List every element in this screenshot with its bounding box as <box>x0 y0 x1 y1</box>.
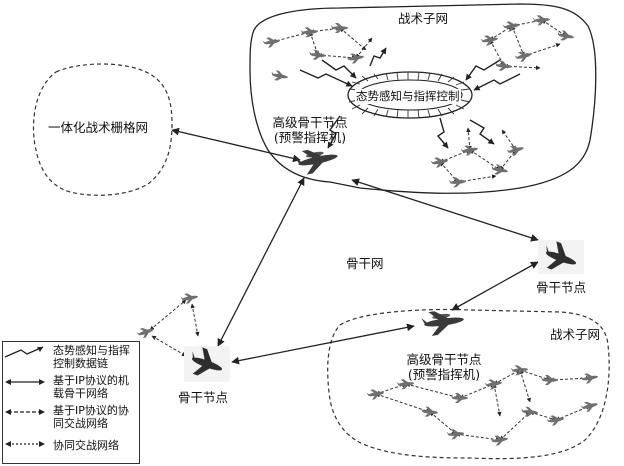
legend-item-engagement: 协同交战网络 <box>3 436 139 466</box>
left-cluster-links <box>149 299 200 357</box>
integrated-grid-label: 一体化战术栅格网 <box>48 120 149 135</box>
backbone-node-left-aircraft <box>184 346 230 382</box>
dotted-double-arrow-icon <box>5 441 45 447</box>
legend-item-ip-engagement-label: 基于IP协议的协同交战网络 <box>53 404 129 430</box>
awacs-bottom-label-line2: (预警指挥机) <box>407 367 481 382</box>
backbone-node-left-label: 骨干节点 <box>178 390 229 405</box>
legend-item-ip-engagement: 基于IP协议的协同交战网络 <box>3 404 139 434</box>
backbone-node-right-aircraft <box>538 240 584 274</box>
tactical-subnet-top-label: 战术子网 <box>398 11 449 26</box>
awacs-top-label: 高级骨干节点 (预警指挥机) <box>262 115 358 145</box>
zigzag-arrow-icon <box>4 346 44 358</box>
awacs-top-label-line2: (预警指挥机) <box>273 130 347 145</box>
backbone-node-right-label: 骨干节点 <box>536 280 587 295</box>
legend-item-engagement-label: 协同交战网络 <box>53 439 119 452</box>
legend: 态势感知与指挥控制数据链 基于IP协议的机载骨干网络 基于IP协议的协同交战网络… <box>2 341 140 464</box>
legend-item-datalink-label: 态势感知与指挥控制数据链 <box>53 344 130 370</box>
backbone-links <box>171 127 539 365</box>
dashed-double-arrow-icon <box>5 409 45 415</box>
tactical-subnet-bottom-boundary <box>327 308 610 460</box>
awacs-top-label-line1: 高级骨干节点 <box>272 115 348 130</box>
awacs-top-aircraft <box>295 149 338 175</box>
data-link-arrows <box>299 47 521 149</box>
backbone-net-label: 骨干网 <box>346 256 384 271</box>
legend-item-ip-backbone-label: 基于IP协议的机载骨干网络 <box>53 374 129 400</box>
tactical-subnet-bottom-label: 战术子网 <box>550 327 601 342</box>
awacs-bottom-aircraft <box>421 311 464 336</box>
awacs-bottom-label-line1: 高级骨干节点 <box>406 352 482 367</box>
legend-item-ip-backbone: 基于IP协议的机载骨干网络 <box>3 374 139 404</box>
solid-double-arrow-icon <box>5 379 45 385</box>
awacs-bottom-label: 高级骨干节点 (预警指挥机) <box>396 352 492 382</box>
integrated-grid-boundary <box>32 63 173 196</box>
situational-ring-label: 态势感知与指挥控制 <box>355 89 461 104</box>
legend-item-datalink: 态势感知与指挥控制数据链 <box>3 344 139 374</box>
